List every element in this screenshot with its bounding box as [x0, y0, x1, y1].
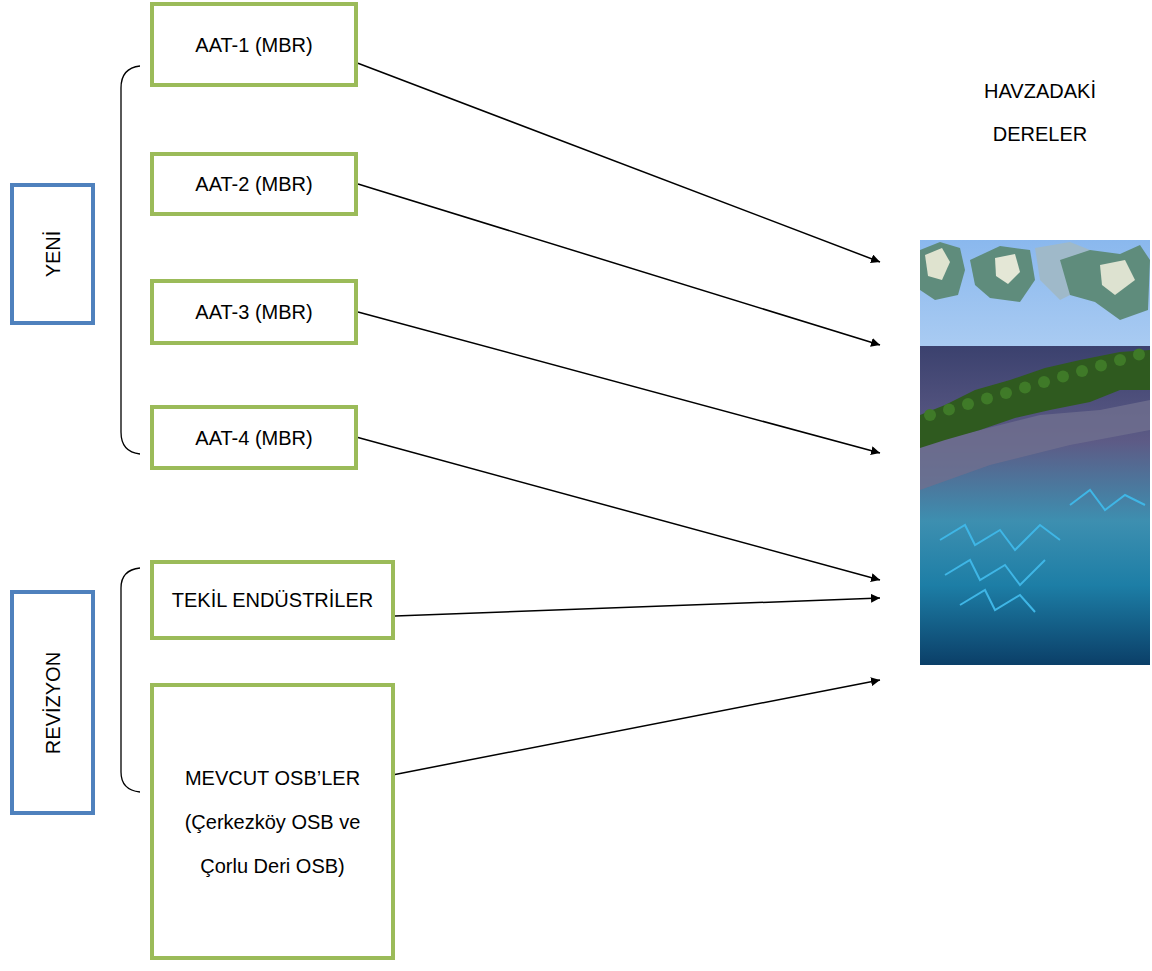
- flow-arrow: [358, 312, 880, 453]
- plant-box: AAT-2 (MBR): [150, 152, 358, 216]
- box-label: REVİZYON: [41, 651, 64, 753]
- flow-arrow: [395, 598, 880, 616]
- curly-bracket: [121, 568, 140, 792]
- plant-box: AAT-1 (MBR): [150, 2, 358, 87]
- flow-arrow: [358, 184, 880, 345]
- plant-box: AAT-3 (MBR): [150, 279, 358, 345]
- box-label: AAT-3 (MBR): [195, 301, 312, 324]
- box-label: YENİ: [41, 231, 64, 278]
- box-label: TEKİL ENDÜSTRİLER: [172, 589, 374, 612]
- industry-box: TEKİL ENDÜSTRİLER: [150, 560, 395, 640]
- curly-bracket: [121, 66, 140, 454]
- box-label: AAT-4 (MBR): [195, 426, 312, 449]
- stream-picture: HAVZADAKİ DERELER: [880, 60, 1152, 670]
- plant-box: AAT-4 (MBR): [150, 405, 358, 470]
- flow-arrow: [358, 438, 880, 581]
- osb-box: MEVCUT OSB’LER (Çerkezköy OSB ve Çorlu D…: [150, 683, 395, 960]
- flow-arrow: [358, 63, 880, 262]
- picture-heading: HAVZADAKİ DERELER: [975, 70, 1105, 156]
- group-label-box: YENİ: [10, 183, 95, 325]
- box-label: MEVCUT OSB’LER (Çerkezköy OSB ve Çorlu D…: [173, 756, 373, 888]
- river-illustration: [920, 240, 1150, 665]
- box-label: AAT-2 (MBR): [195, 173, 312, 196]
- flow-arrow: [395, 680, 880, 774]
- box-label: AAT-1 (MBR): [195, 33, 312, 56]
- group-label-box: REVİZYON: [10, 590, 95, 815]
